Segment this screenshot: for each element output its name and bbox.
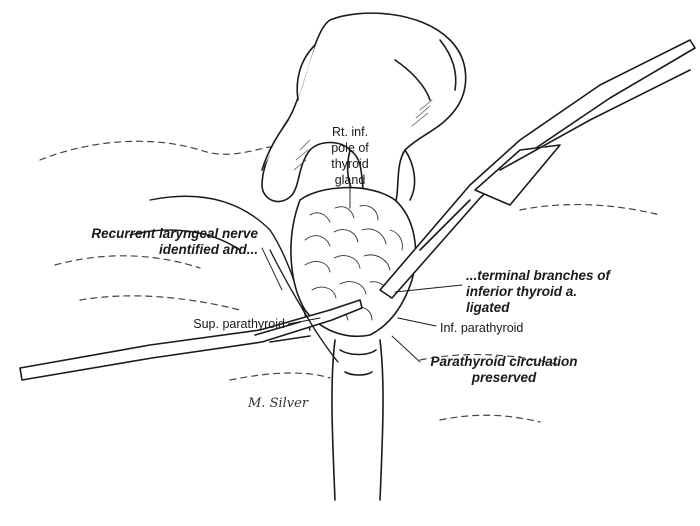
artist-signature: M. Silver <box>248 396 309 411</box>
hand-shading <box>293 99 433 171</box>
sup-parathyroid-label: Sup. parathyroid <box>193 317 285 331</box>
leader-lines <box>261 185 463 363</box>
rt-inf-pole-label: Rt. inf. pole of thyroid gland <box>331 125 369 187</box>
terminal-branches-label: ...terminal branches of inferior thyroid… <box>466 268 611 315</box>
surgeon-hand <box>261 12 467 215</box>
clamp-lower <box>19 299 363 381</box>
thyroid-gland <box>290 186 417 337</box>
skin-flap-left <box>129 195 311 331</box>
parathyroid-circulation-label: Parathyroid circulation preserved <box>430 354 578 385</box>
recurrent-nerve-label: Recurrent laryngeal nerve identified and… <box>91 226 258 257</box>
inf-parathyroid-label: Inf. parathyroid <box>440 321 524 335</box>
trachea <box>331 339 384 501</box>
skin-outline <box>39 140 661 423</box>
forceps-upper <box>379 39 696 299</box>
recurrent-laryngeal-nerve <box>269 249 339 363</box>
